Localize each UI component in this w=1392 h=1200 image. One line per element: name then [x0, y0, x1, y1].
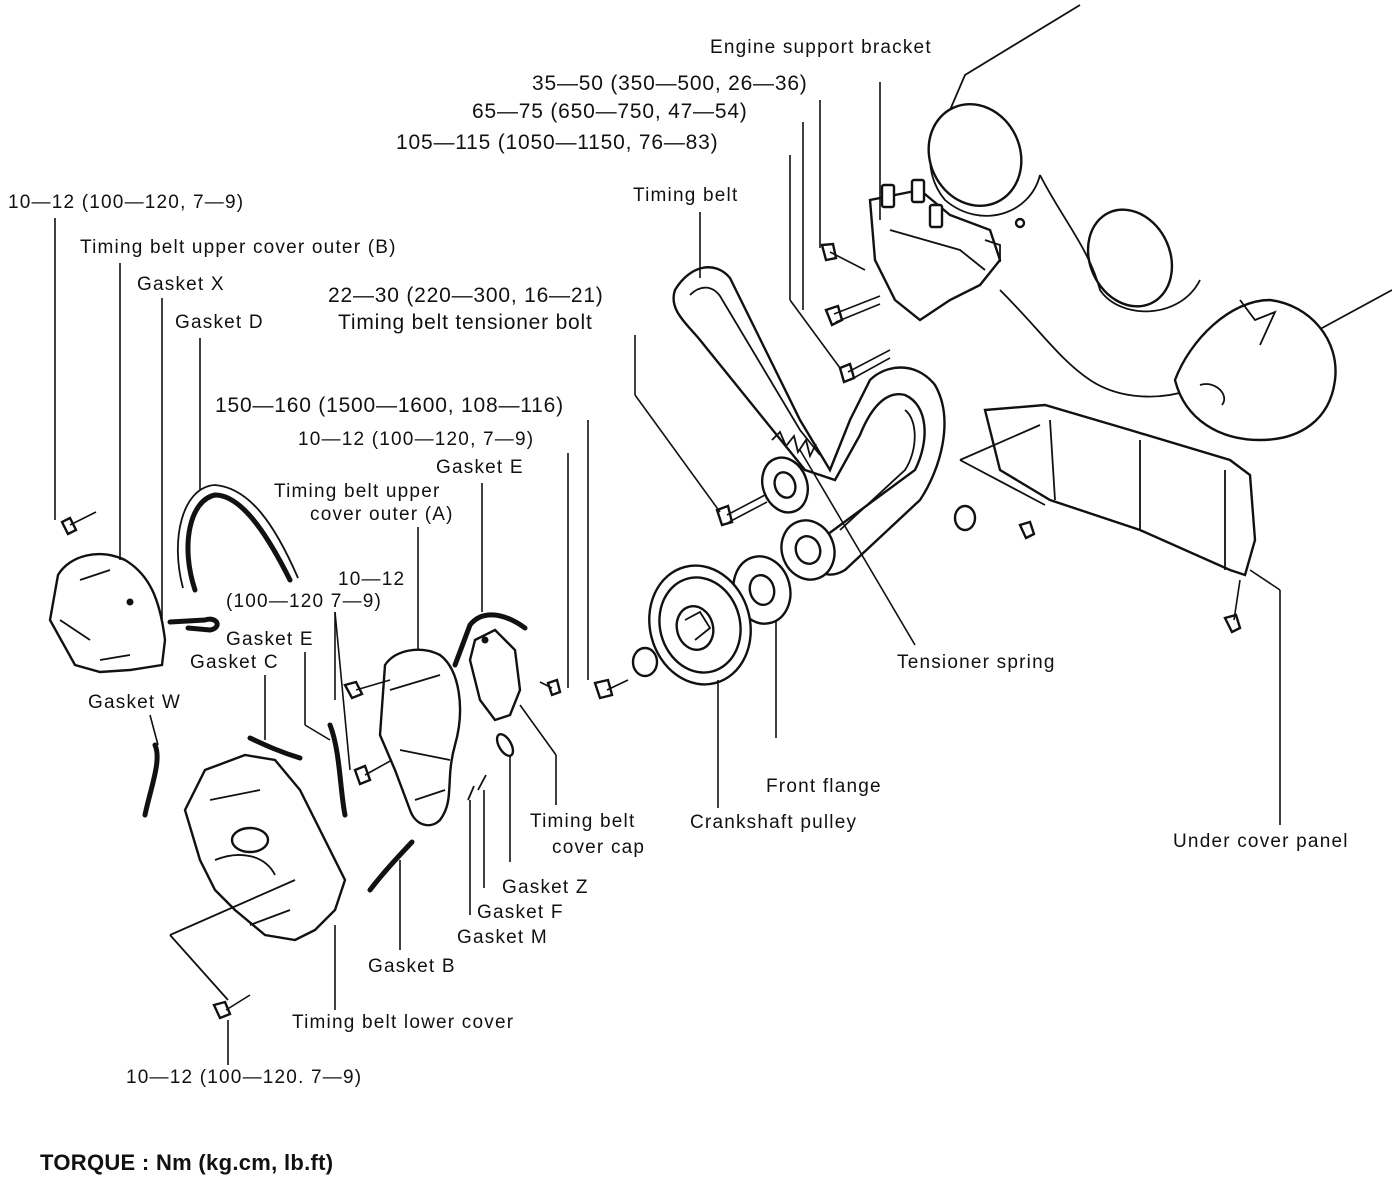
label-engine-support-bracket: Engine support bracket	[710, 37, 932, 58]
upper-cover-outer-b	[48, 511, 167, 674]
label-upper-cover-outer-a-2: cover outer (A)	[310, 504, 454, 525]
label-gasket-w: Gasket W	[88, 692, 182, 713]
label-torque-10-12-bottom: 10—12 (100—120. 7—9)	[126, 1067, 363, 1088]
label-gasket-c: Gasket C	[190, 652, 279, 673]
upper-cover-outer-a	[343, 648, 462, 827]
label-gasket-f: Gasket F	[477, 902, 564, 923]
crankshaft-sprocket	[780, 519, 836, 581]
label-torque-10-12-mid: 10—12 (100—120, 7—9)	[298, 429, 535, 450]
under-cover-panel	[953, 403, 1257, 634]
label-cover-cap-1: Timing belt	[530, 811, 636, 832]
label-gasket-e-lower: Gasket E	[226, 629, 314, 650]
tensioner-spring	[771, 430, 817, 459]
timing-belt-lower-cover	[169, 753, 347, 1020]
cover-cap-bolt	[539, 678, 562, 697]
label-torque-10-12-cover-1: 10—12	[338, 569, 406, 590]
label-torque-10-12-cover-2: (100—120 7—9)	[226, 591, 383, 612]
label-cover-cap-2: cover cap	[552, 837, 646, 858]
pulley-bolt	[593, 678, 629, 700]
gasket-e-upper	[452, 612, 528, 668]
gasket-e-lower	[327, 722, 348, 818]
label-gasket-z: Gasket Z	[502, 877, 589, 898]
bracket-bolts	[820, 242, 891, 384]
label-torque-35-50: 35—50 (350—500, 26—36)	[532, 72, 808, 95]
tensioner-pulley	[715, 456, 809, 527]
leader-lines	[54, 82, 1281, 1065]
label-torque-10-12-top: 10—12 (100—120, 7—9)	[8, 192, 245, 213]
timing-belt-cover-cap	[468, 628, 522, 722]
gasket-b	[367, 839, 415, 893]
crankshaft-pulley	[631, 564, 752, 686]
label-torque-65-75: 65—75 (650—750, 47—54)	[472, 100, 748, 123]
label-gasket-m: Gasket M	[457, 927, 548, 948]
label-timing-belt: Timing belt	[633, 185, 739, 206]
label-torque-150-160: 150—160 (1500—1600, 108—116)	[215, 394, 564, 417]
label-lower-cover: Timing belt lower cover	[292, 1012, 515, 1033]
label-under-cover-panel: Under cover panel	[1173, 831, 1349, 852]
label-upper-cover-outer-b: Timing belt upper cover outer (B)	[80, 237, 397, 258]
torque-units-legend: TORQUE : Nm (kg.cm, lb.ft)	[40, 1150, 334, 1175]
gasket-w	[142, 742, 160, 818]
engine-block	[927, 4, 1392, 442]
label-gasket-x: Gasket X	[137, 274, 225, 295]
label-tensioner-bolt: Timing belt tensioner bolt	[338, 311, 593, 334]
label-front-flange: Front flange	[766, 776, 882, 797]
label-torque-105-115: 105—115 (1050—1150, 76—83)	[396, 131, 719, 154]
gasket-c	[247, 735, 303, 761]
engine-support-bracket	[868, 178, 1026, 322]
label-gasket-d: Gasket D	[175, 312, 264, 333]
label-crankshaft-pulley: Crankshaft pulley	[690, 812, 858, 833]
gasket-x	[167, 616, 220, 633]
label-gasket-e-upper: Gasket E	[436, 457, 524, 478]
label-tensioner-spring: Tensioner spring	[897, 652, 1056, 673]
gasket-d	[176, 484, 299, 593]
label-torque-22-30: 22—30 (220—300, 16—21)	[328, 284, 604, 307]
label-upper-cover-outer-a-1: Timing belt upper	[274, 481, 441, 502]
gaskets-z-f-m	[467, 732, 515, 801]
label-gasket-b: Gasket B	[368, 956, 456, 977]
